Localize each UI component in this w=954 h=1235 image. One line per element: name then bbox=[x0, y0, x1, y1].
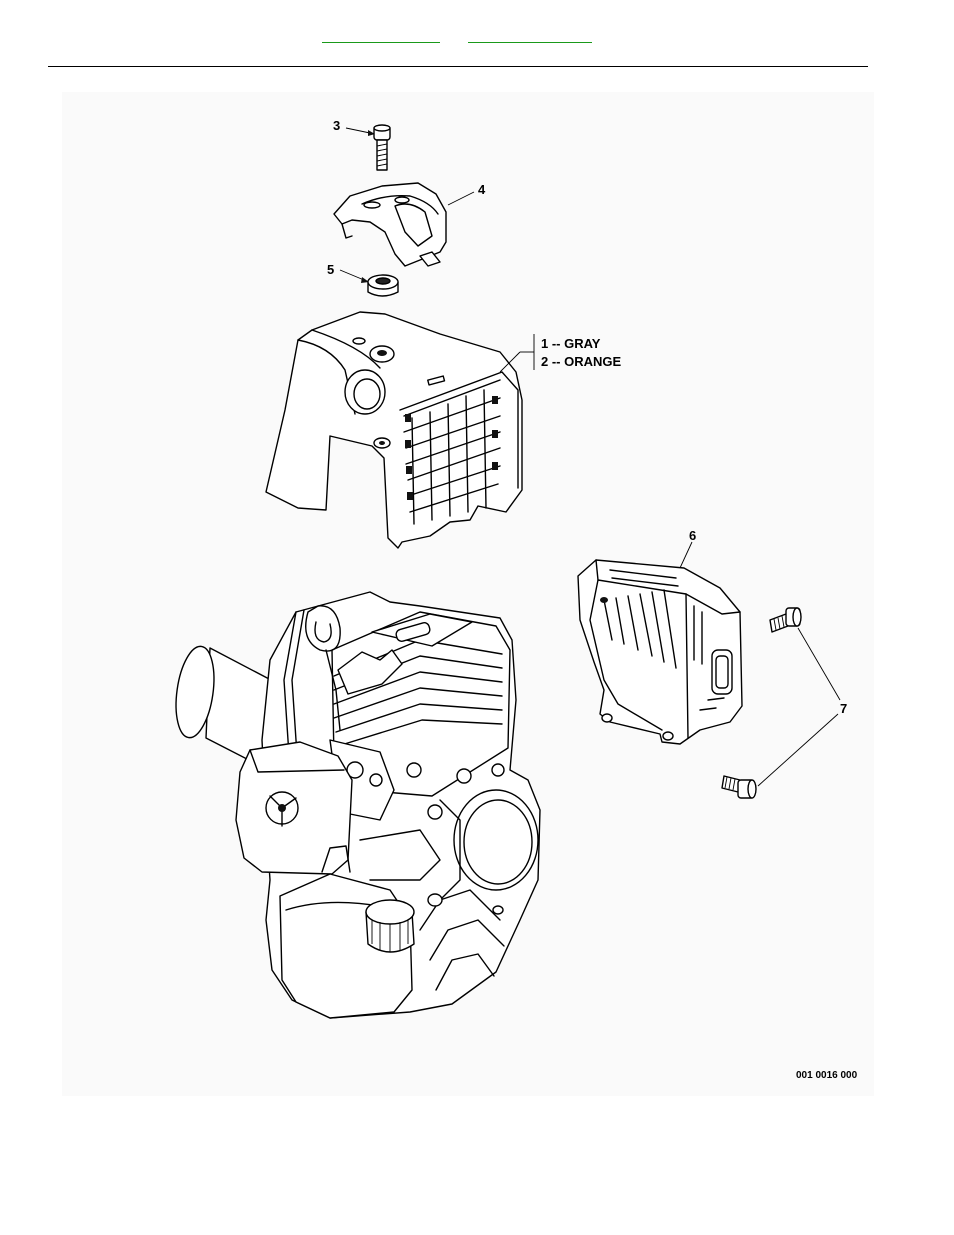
drawing-number: 001 0016 000 bbox=[796, 1070, 858, 1081]
engine-assembly bbox=[171, 592, 540, 1018]
part-1-2-cylinder-cover bbox=[266, 312, 534, 548]
part-3-screw bbox=[346, 125, 390, 170]
color-option-1: 1 -- GRAY bbox=[541, 336, 601, 351]
callout-7: 7 bbox=[840, 701, 847, 716]
color-option-2: 2 -- ORANGE bbox=[541, 354, 622, 369]
callout-4: 4 bbox=[478, 182, 486, 197]
part-4-cover-plate bbox=[334, 183, 474, 266]
part-6-muffler-cover bbox=[578, 542, 742, 744]
part-7-screw-upper bbox=[770, 608, 801, 632]
callout-6: 6 bbox=[689, 528, 696, 543]
part-7-screw-lower bbox=[722, 776, 756, 798]
callout-3: 3 bbox=[333, 118, 340, 133]
part-5-grommet bbox=[340, 270, 398, 296]
callout-5: 5 bbox=[327, 262, 334, 277]
